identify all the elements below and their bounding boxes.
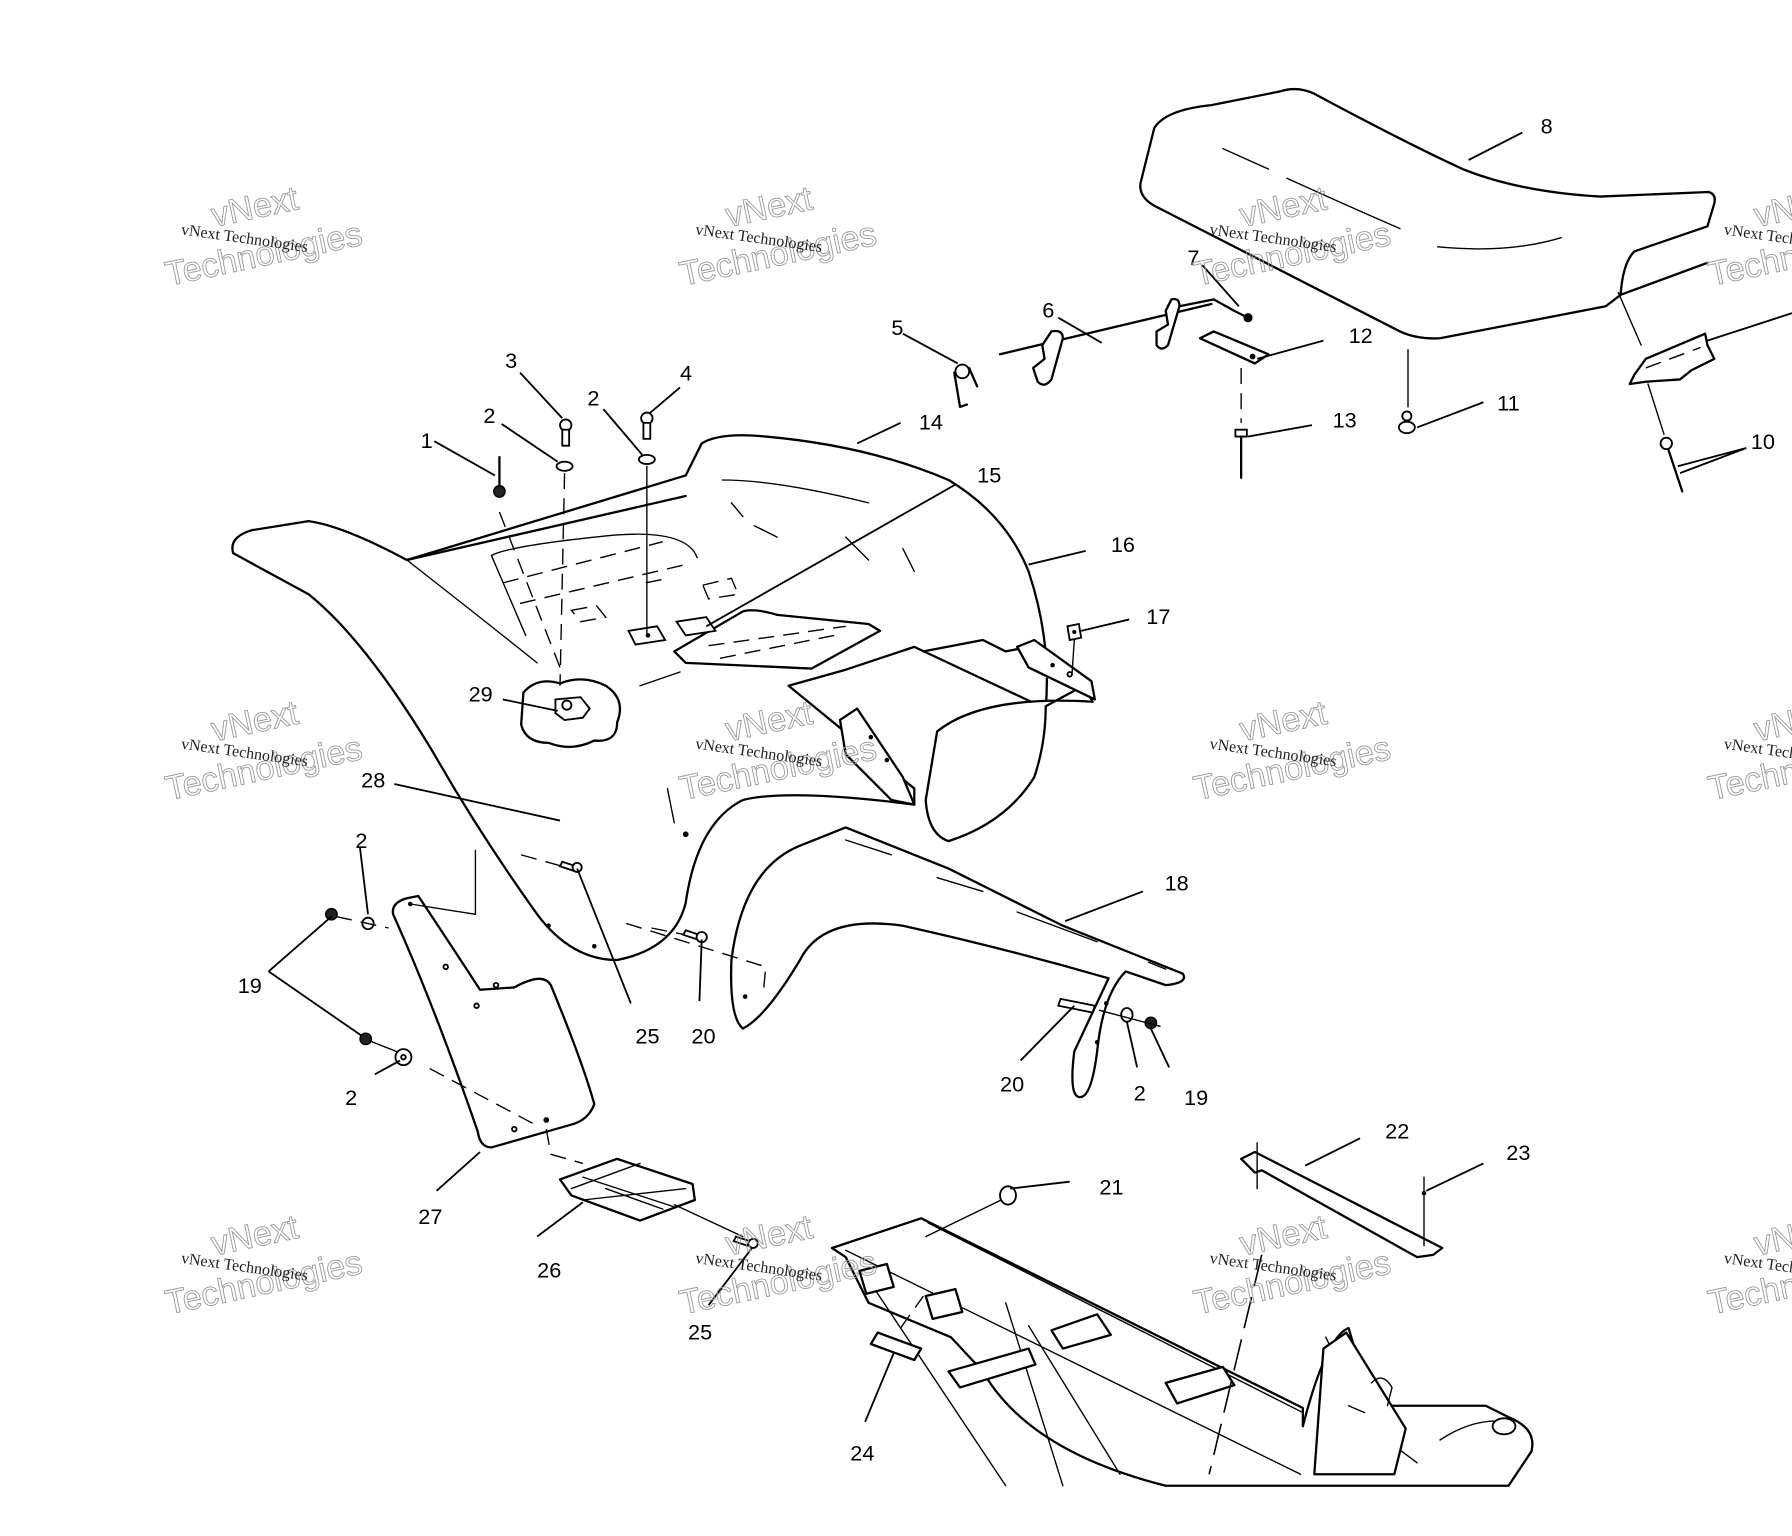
callout-5: 5 — [891, 315, 903, 340]
callout-2b: 2 — [587, 386, 599, 411]
callout-29: 29 — [469, 682, 493, 707]
callout-19b: 19 — [1184, 1085, 1208, 1110]
callout-labels: 1 2 3 2 4 5 6 7 8 10 11 12 13 14 15 16 1… — [238, 114, 1775, 1466]
washer-part-2-left[interactable] — [555, 460, 574, 686]
callout-19a: 19 — [238, 973, 262, 998]
screw-part-3[interactable] — [559, 418, 573, 447]
screw-part-4[interactable] — [640, 411, 654, 440]
callout-14: 14 — [919, 410, 943, 435]
rear-cab-part-14[interactable] — [721, 479, 915, 573]
rivet-part-23[interactable] — [1421, 1176, 1427, 1247]
footwell-fender-part-18[interactable] — [626, 826, 1186, 1099]
screw-part-25-upper[interactable] — [520, 854, 583, 873]
callout-26: 26 — [537, 1258, 561, 1283]
nut-part-19-fender[interactable] — [1098, 1009, 1161, 1030]
callout-13: 13 — [1333, 407, 1357, 432]
callout-4: 4 — [680, 361, 692, 386]
callout-21: 21 — [1099, 1174, 1123, 1199]
callout-17: 17 — [1146, 604, 1170, 629]
nut-part-19-lower[interactable] — [359, 1032, 403, 1055]
washer-part-2-fender[interactable] — [1120, 1007, 1134, 1023]
callout-2e: 2 — [1134, 1081, 1146, 1106]
callout-12: 12 — [1349, 323, 1373, 348]
push-rivet-part-1[interactable] — [493, 455, 561, 668]
spring-part-5[interactable] — [953, 363, 979, 408]
callout-25a: 25 — [635, 1023, 659, 1048]
washer-part-2-right[interactable] — [637, 453, 656, 637]
callout-2d: 2 — [345, 1085, 357, 1110]
callout-22: 22 — [1385, 1118, 1409, 1143]
callout-18: 18 — [1165, 870, 1189, 895]
plate-part-12[interactable] — [1198, 330, 1270, 365]
bolt-part-20-right[interactable] — [1057, 997, 1097, 1014]
callout-20b: 20 — [1000, 1071, 1024, 1096]
grommet-part-21[interactable] — [925, 1185, 1017, 1238]
callout-6: 6 — [1042, 298, 1054, 323]
callout-15: 15 — [977, 462, 1001, 487]
callout-1: 1 — [421, 428, 433, 453]
callout-7: 7 — [1187, 245, 1199, 270]
bracket-part-9[interactable] — [1617, 291, 1792, 386]
callout-16: 16 — [1111, 532, 1135, 557]
bolt-part-20-left[interactable] — [651, 927, 708, 944]
seal-part-29[interactable] — [520, 678, 621, 748]
seat-part-8[interactable] — [1139, 87, 1716, 340]
callout-24: 24 — [850, 1441, 874, 1466]
callout-28: 28 — [361, 767, 385, 792]
rivet-part-10[interactable] — [1647, 383, 1684, 493]
left-rear-fender-part-28[interactable] — [231, 434, 1048, 962]
mud-flap-part-27[interactable] — [391, 849, 596, 1149]
callout-20a: 20 — [691, 1023, 715, 1048]
leader-lines — [267, 131, 1747, 1423]
latch-rod-part-6[interactable] — [998, 297, 1213, 386]
frame — [830, 1217, 1534, 1487]
decal-part-24[interactable] — [869, 1295, 924, 1362]
callout-2c: 2 — [355, 828, 367, 853]
callout-27: 27 — [418, 1204, 442, 1229]
latch-handle-part-7[interactable] — [1178, 298, 1253, 323]
callout-10: 10 — [1751, 429, 1775, 454]
bumper-part-11[interactable] — [1397, 349, 1416, 435]
nut-part-19-upper[interactable] — [325, 907, 338, 921]
callout-2a: 2 — [483, 403, 495, 428]
callout-25b: 25 — [688, 1319, 712, 1344]
footrest-part-26[interactable] — [545, 1129, 744, 1238]
washer-part-2-upper[interactable] — [335, 915, 389, 931]
right-rear-fender-part-16[interactable] — [922, 638, 1096, 843]
screw-part-25-lower[interactable] — [732, 1235, 759, 1249]
support-strap-part-22[interactable] — [1240, 1142, 1444, 1259]
callout-23: 23 — [1506, 1140, 1530, 1165]
nut-clip-part-17[interactable] — [1066, 622, 1083, 675]
rivet-part-13[interactable] — [1234, 368, 1248, 479]
callout-8: 8 — [1541, 114, 1553, 139]
callout-3: 3 — [505, 348, 517, 373]
callout-11: 11 — [1497, 390, 1520, 415]
